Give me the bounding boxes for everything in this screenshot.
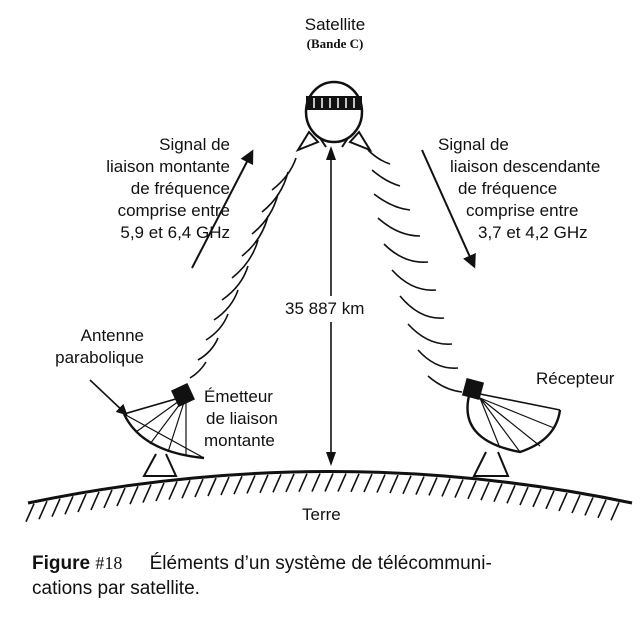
earth-hatch-mark xyxy=(584,497,594,516)
earth-hatch-mark xyxy=(129,485,139,505)
earth-hatch-mark xyxy=(116,487,126,507)
earth-hatch-mark xyxy=(77,493,87,513)
earth-hatch-mark xyxy=(389,474,399,494)
antenna-pointer-arrow xyxy=(89,379,128,416)
antenna-line-2: parabolique xyxy=(55,348,144,367)
downlink-line-2: liaison descendante xyxy=(450,157,601,176)
earth-hatch-mark xyxy=(246,475,256,494)
earth-hatch-mark xyxy=(480,481,490,501)
downlink-line-1: Signal de xyxy=(438,135,509,154)
uplink-line-2: liaison montante xyxy=(106,157,230,176)
earth-hatch-mark xyxy=(38,500,48,520)
figure-number: #18 xyxy=(95,553,123,573)
figure-word: Figure xyxy=(32,553,91,574)
earth-hatch-mark xyxy=(233,475,243,495)
earth-hatch-mark xyxy=(324,473,334,492)
uplink-label: Signal de liaison montante de fréquence … xyxy=(40,134,230,244)
transmitter-line-1: Émetteur xyxy=(204,387,273,406)
earth-hatch-mark xyxy=(194,478,204,498)
downlink-line-5: 3,7 et 4,2 GHz xyxy=(478,223,588,242)
satellite-icon xyxy=(295,80,373,153)
earth-hatch-mark xyxy=(506,484,516,504)
earth-hatch-mark xyxy=(64,495,74,515)
transmitter-dish-icon xyxy=(122,383,205,477)
earth-hatch-mark xyxy=(532,488,542,508)
earth-hatch-mark xyxy=(311,473,321,492)
downlink-label: Signal de liaison descendante de fréquen… xyxy=(438,134,638,244)
earth-hatch-mark xyxy=(350,473,360,493)
earth-hatch-mark xyxy=(597,499,607,519)
earth-hatch-mark xyxy=(259,474,269,494)
earth-hatch-mark xyxy=(610,502,620,521)
earth-hatch-mark xyxy=(207,477,217,497)
earth-hatch-mark xyxy=(298,473,308,493)
uplink-line-1: Signal de xyxy=(159,135,230,154)
uplink-waves xyxy=(189,157,297,379)
earth-hatch-mark xyxy=(181,479,191,499)
earth-hatch-mark xyxy=(454,479,464,498)
earth-hatch-mark xyxy=(376,474,386,493)
distance-label: 35 887 km xyxy=(285,299,365,318)
caption-line-2: cations par satellite. xyxy=(32,578,200,599)
earth-hatch-mark xyxy=(428,477,438,496)
earth-hatch-mark xyxy=(519,486,529,506)
earth-hatch-mark xyxy=(493,483,503,503)
antenna-line-1: Antenne xyxy=(80,326,144,345)
earth-hatch-mark xyxy=(272,474,282,493)
distance-arrow xyxy=(278,146,384,466)
figure-caption: Figure #18 Éléments d’un système de télé… xyxy=(32,551,632,601)
earth-hatch-mark xyxy=(337,473,347,492)
uplink-arrow xyxy=(191,149,254,269)
uplink-line-3: de fréquence xyxy=(130,179,230,198)
earth-hatch-mark xyxy=(467,480,477,500)
satellite-label: Satellite xyxy=(304,15,366,34)
earth-hatch-mark xyxy=(142,484,152,503)
earth-hatch-mark xyxy=(51,498,61,518)
earth-hatch-mark xyxy=(155,482,165,502)
satellite-band-label: (Bande C) xyxy=(306,36,364,51)
earth-surface xyxy=(25,470,633,523)
downlink-line-4: comprise entre xyxy=(466,201,579,220)
receiver-label: Récepteur xyxy=(536,369,615,388)
earth-hatch-mark xyxy=(25,503,35,523)
uplink-line-5: 5,9 et 6,4 GHz xyxy=(120,223,230,242)
caption-line-1: Éléments d’un système de télécommuni- xyxy=(149,553,492,574)
transmitter-label: Émetteur de liaison montante xyxy=(204,386,278,452)
earth-hatch-mark xyxy=(90,491,100,511)
antenna-label: Antenne parabolique xyxy=(20,325,144,369)
earth-hatch-mark xyxy=(220,476,230,496)
downlink-arrow xyxy=(421,149,476,269)
receiver-dish-icon xyxy=(461,377,562,477)
earth-hatch-mark xyxy=(571,494,581,514)
earth-hatch-mark xyxy=(363,473,373,493)
earth-hatch-mark xyxy=(103,489,113,509)
uplink-line-4: comprise entre xyxy=(117,201,230,220)
downlink-waves xyxy=(367,149,463,393)
earth-label: Terre xyxy=(302,505,341,524)
transmitter-line-2: de liaison xyxy=(206,409,278,428)
earth-hatch-mark xyxy=(168,481,178,500)
earth-hatch-mark xyxy=(402,475,412,495)
earth-hatch-mark xyxy=(558,492,568,512)
downlink-line-3: de fréquence xyxy=(458,179,558,198)
transmitter-line-3: montante xyxy=(204,431,275,450)
earth-hatch-mark xyxy=(545,490,555,510)
earth-hatch-mark xyxy=(285,473,295,493)
earth-hatch-mark xyxy=(441,478,451,497)
earth-hatch-mark xyxy=(415,476,425,495)
